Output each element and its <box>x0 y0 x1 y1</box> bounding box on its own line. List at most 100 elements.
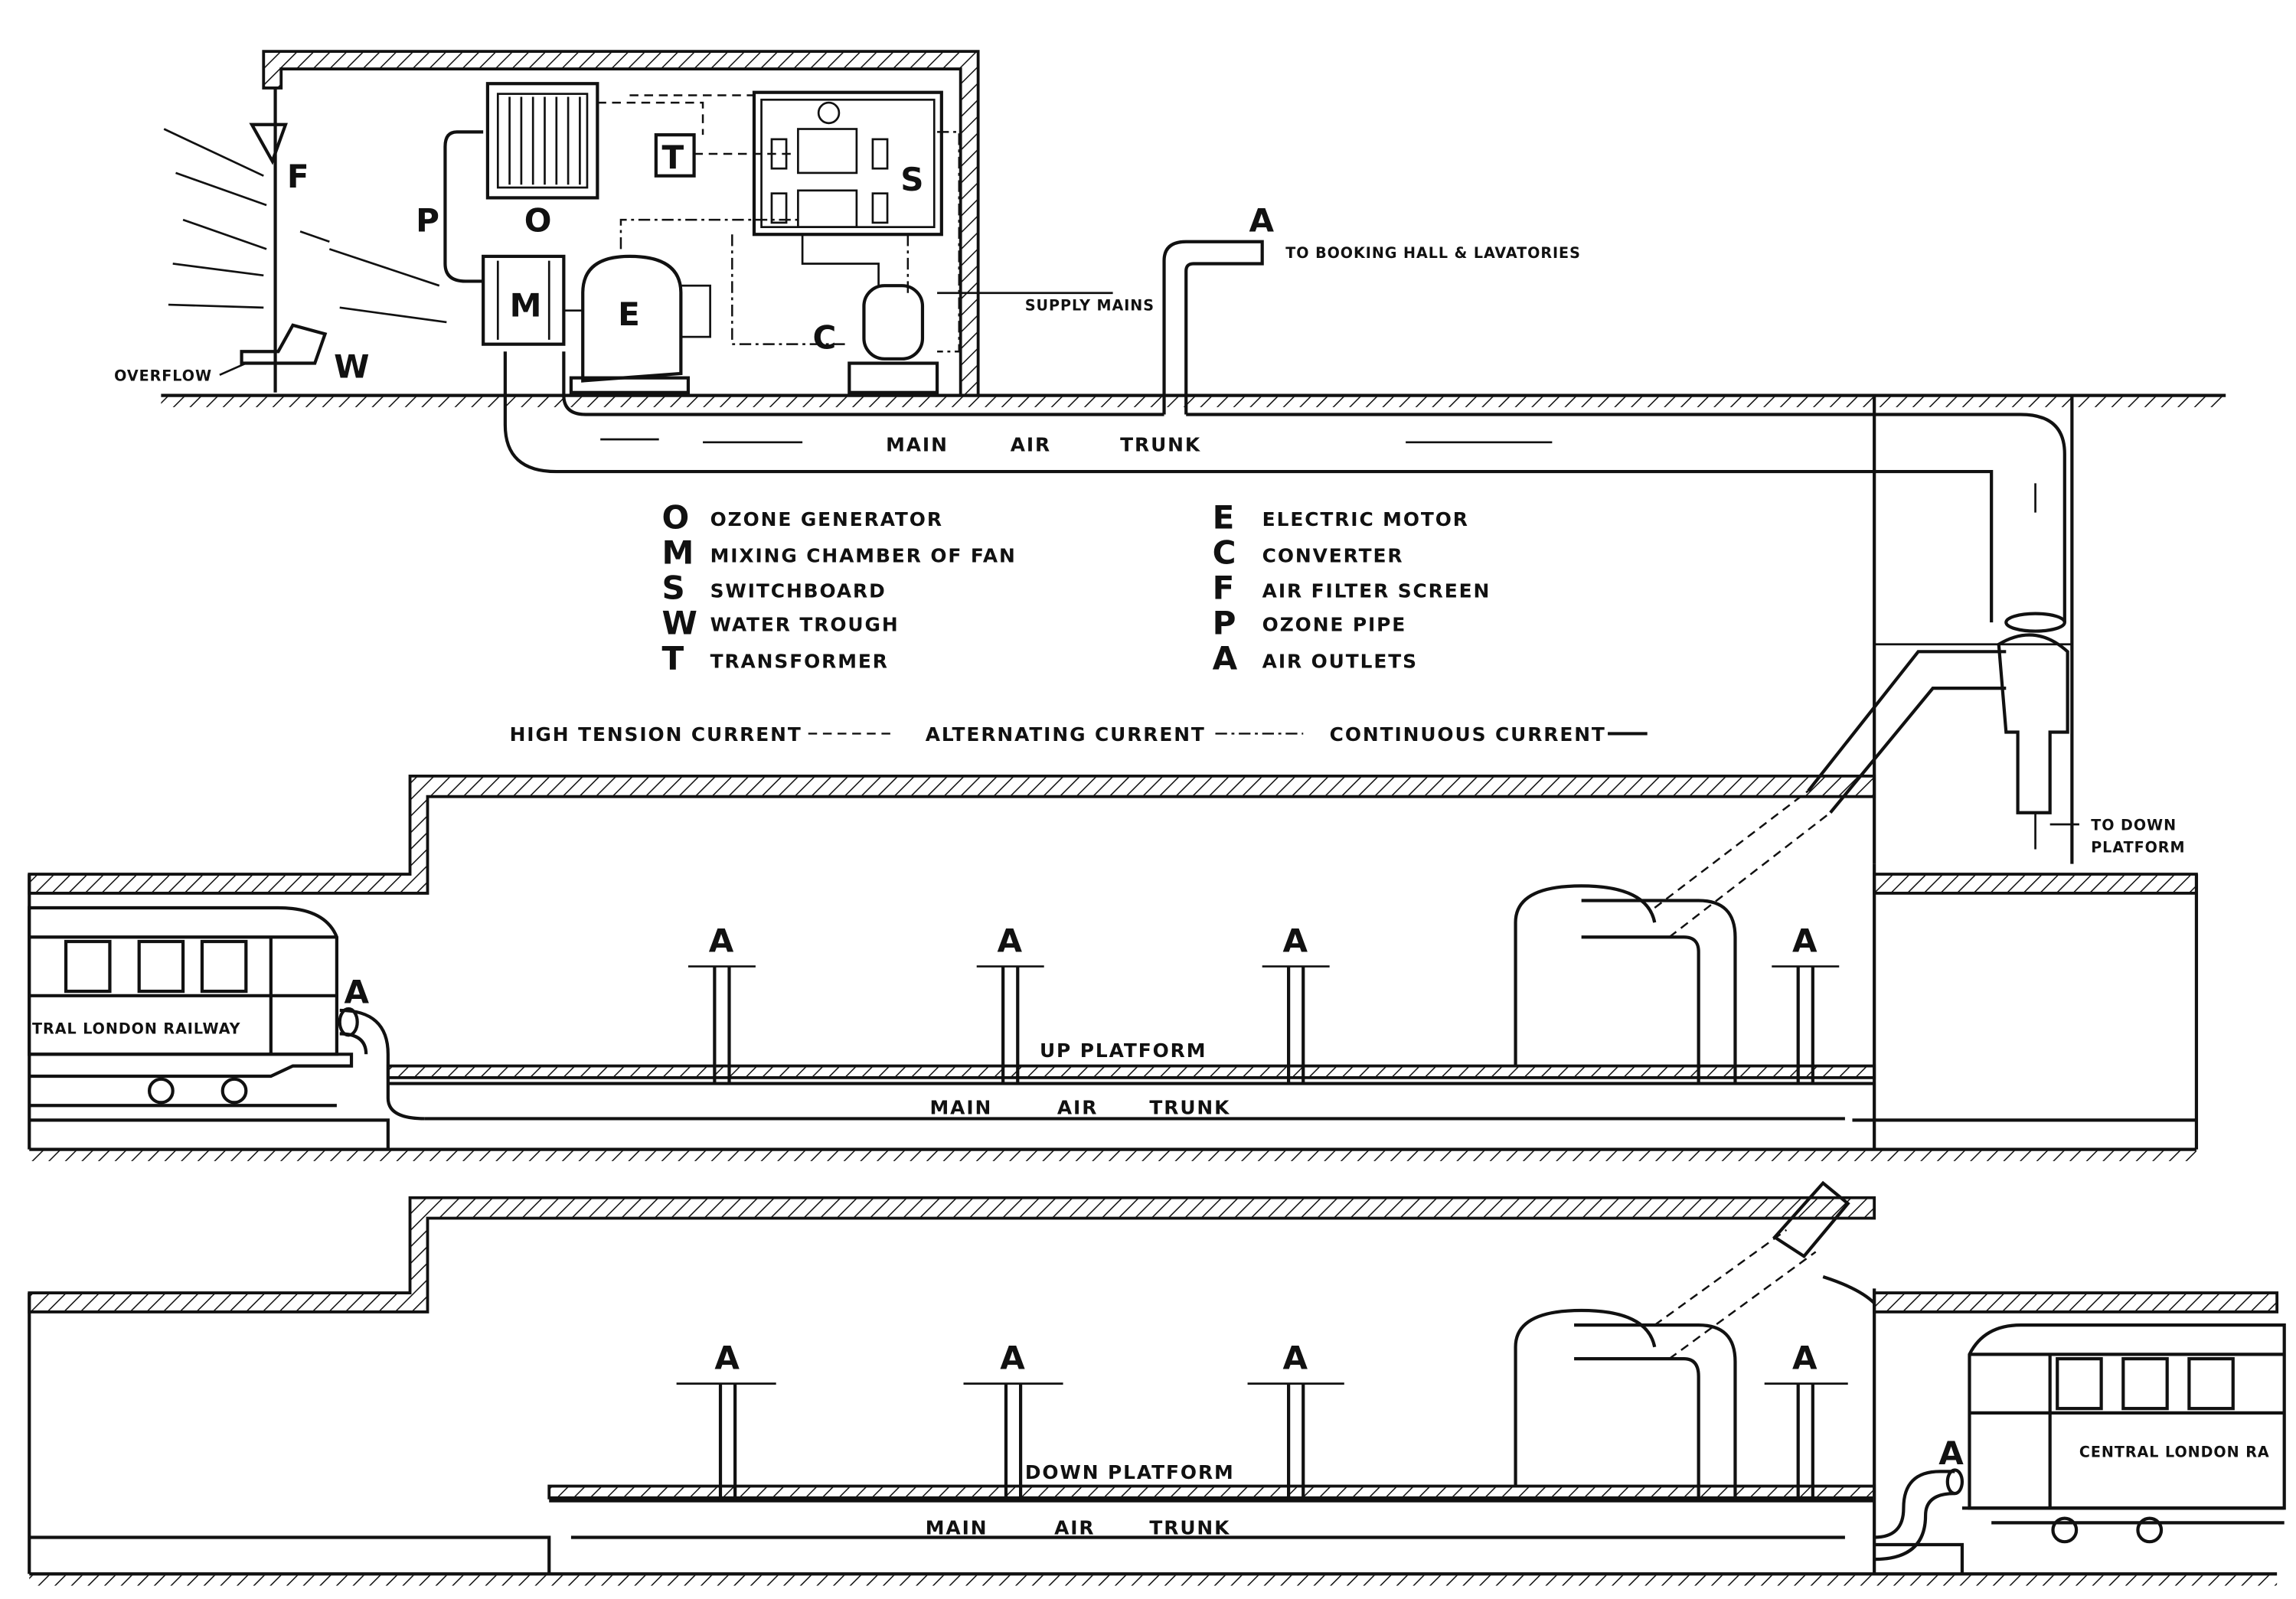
legend-text: AIR OUTLETS <box>1262 650 1418 672</box>
electric-motor: E <box>563 254 711 394</box>
plant-room: F W OVERFLOW P O T <box>114 50 2226 864</box>
train-lettering: TRAL LONDON RAILWAY <box>32 1020 241 1038</box>
train-left: TRAL LONDON RAILWAY <box>28 906 354 1108</box>
filter-label: F <box>287 158 309 195</box>
legend-letter: O <box>662 499 690 537</box>
tunnel-roof <box>1873 873 2198 895</box>
train-lettering: CENTRAL LONDON RA <box>2079 1443 2270 1460</box>
shaft-connection-pipe <box>1581 899 1737 1084</box>
legend-item: O OZONE GENERATOR <box>662 499 943 537</box>
water-trough <box>240 323 328 365</box>
legend-letter: M <box>662 534 694 572</box>
alternating-label: ALTERNATING CURRENT <box>926 723 1206 746</box>
airflow-arrows <box>600 438 2036 513</box>
down-platform <box>547 1484 1876 1499</box>
down-main-air-trunk <box>549 1499 1875 1539</box>
air-outlet: A <box>1247 1340 1344 1501</box>
ozone-generator: O <box>485 82 599 239</box>
mixing-chamber: M <box>482 254 566 346</box>
trunk-label-air: AIR <box>1011 433 1051 455</box>
ozone-pipe-label: P <box>416 201 439 239</box>
ozone-generator-label: O <box>524 201 552 239</box>
legend-letter: T <box>662 639 684 677</box>
outlet-label: A <box>997 922 1022 959</box>
supply-mains-label: SUPPLY MAINS <box>1025 297 1155 315</box>
outlet-label: A <box>1282 922 1308 959</box>
legend-text: WATER TROUGH <box>710 614 900 636</box>
legend-item: T TRANSFORMER <box>662 639 889 677</box>
train-outlet-pipe <box>1874 1470 1955 1561</box>
up-platform <box>386 1064 1876 1079</box>
outlet-label: A <box>1792 1340 1818 1377</box>
ozone-pipe <box>443 130 484 283</box>
legend-text: TRANSFORMER <box>710 650 889 672</box>
continuous-wiring <box>801 234 1113 295</box>
incoming-air-arrows <box>163 128 447 324</box>
air-outlet: A <box>676 1340 776 1501</box>
stair-housing <box>1514 884 1657 1066</box>
outlet-label: A <box>1000 1340 1025 1377</box>
up-main-air-trunk <box>387 1082 1875 1121</box>
legend-letter: P <box>1213 604 1236 641</box>
legend-text: MIXING CHAMBER OF FAN <box>710 545 1017 567</box>
legend-text: AIR FILTER SCREEN <box>1262 580 1491 602</box>
track-bed <box>29 1535 1965 1575</box>
legend-letter: F <box>1213 569 1235 606</box>
high-tension-wiring <box>597 94 791 155</box>
legend-item: M MIXING CHAMBER OF FAN <box>662 534 1017 572</box>
mixing-chamber-label: M <box>510 286 542 324</box>
transformer <box>654 133 696 178</box>
converter: C <box>813 284 939 394</box>
water-trough-label: W <box>334 348 369 386</box>
air-filter-screen: F <box>163 87 447 393</box>
booking-hall-label: TO BOOKING HALL & LAVATORIES <box>1285 244 1581 262</box>
legend-item: W WATER TROUGH <box>662 604 900 641</box>
continuous-label: CONTINUOUS CURRENT <box>1330 723 1606 746</box>
train-outlet-label: A <box>1938 1434 1964 1472</box>
legend-letter: A <box>1213 639 1238 677</box>
trunk-label-main: MAIN <box>926 1517 988 1539</box>
ground-hatch <box>161 396 2226 407</box>
legend-letter: E <box>1213 499 1235 537</box>
to-down-label-2: PLATFORM <box>2091 838 2185 856</box>
outlet-label: A <box>714 1340 740 1377</box>
legend-text: CONVERTER <box>1262 545 1404 567</box>
main-air-trunk-top: A TO BOOKING HALL & LAVATORIES MAIN AIR … <box>503 201 2066 633</box>
train-outlet-label: A <box>344 973 369 1010</box>
air-outlet: A <box>1764 1340 1848 1501</box>
overflow-label: OVERFLOW <box>114 367 212 384</box>
down-platform-section: A A A A A DOWN PLATFORM MAIN AIR TRUNK C… <box>28 1180 2286 1586</box>
legend-letter: W <box>662 604 697 641</box>
legend-item: P OZONE PIPE <box>1213 604 1407 641</box>
air-outlet: A <box>963 1340 1063 1501</box>
legend-text: OZONE GENERATOR <box>710 508 943 530</box>
switchboard-label: S <box>900 161 923 198</box>
trunk-label-trunk: TRUNK <box>1149 1097 1230 1119</box>
up-outlets: A A A A <box>687 922 1840 1084</box>
converter-label: C <box>813 318 837 356</box>
legend-text: ELECTRIC MOTOR <box>1262 508 1469 530</box>
legend-text: OZONE PIPE <box>1262 614 1407 636</box>
alternating-wiring <box>619 131 961 353</box>
switchboard: S <box>752 90 943 237</box>
trunk-label-trunk: TRUNK <box>1149 1517 1230 1539</box>
shaft-pipe-end <box>1772 1180 1850 1259</box>
plant-room-wall <box>262 50 980 397</box>
air-outlet: A <box>1772 922 1840 1084</box>
booking-hall-outlet-label: A <box>1249 201 1274 239</box>
legend-item: A AIR OUTLETS <box>1213 639 1418 677</box>
air-outlet: A <box>687 922 756 1084</box>
train-right: CENTRAL LONDON RA <box>1961 1323 2286 1544</box>
to-down-label-1: TO DOWN <box>2091 817 2177 834</box>
up-platform-label: UP PLATFORM <box>1040 1039 1207 1062</box>
up-platform-section: A A A A A UP PLATFORM MAIN AIR TRUNK TRA… <box>28 774 2199 1161</box>
trunk-label-main: MAIN <box>886 433 949 455</box>
outlet-label: A <box>709 922 734 959</box>
air-outlet: A <box>1262 922 1330 1084</box>
booking-hall-branch <box>1162 240 1264 415</box>
overflow-pipe <box>219 362 247 377</box>
legend-letter: S <box>662 569 685 606</box>
tunnel-roof <box>28 774 1876 895</box>
